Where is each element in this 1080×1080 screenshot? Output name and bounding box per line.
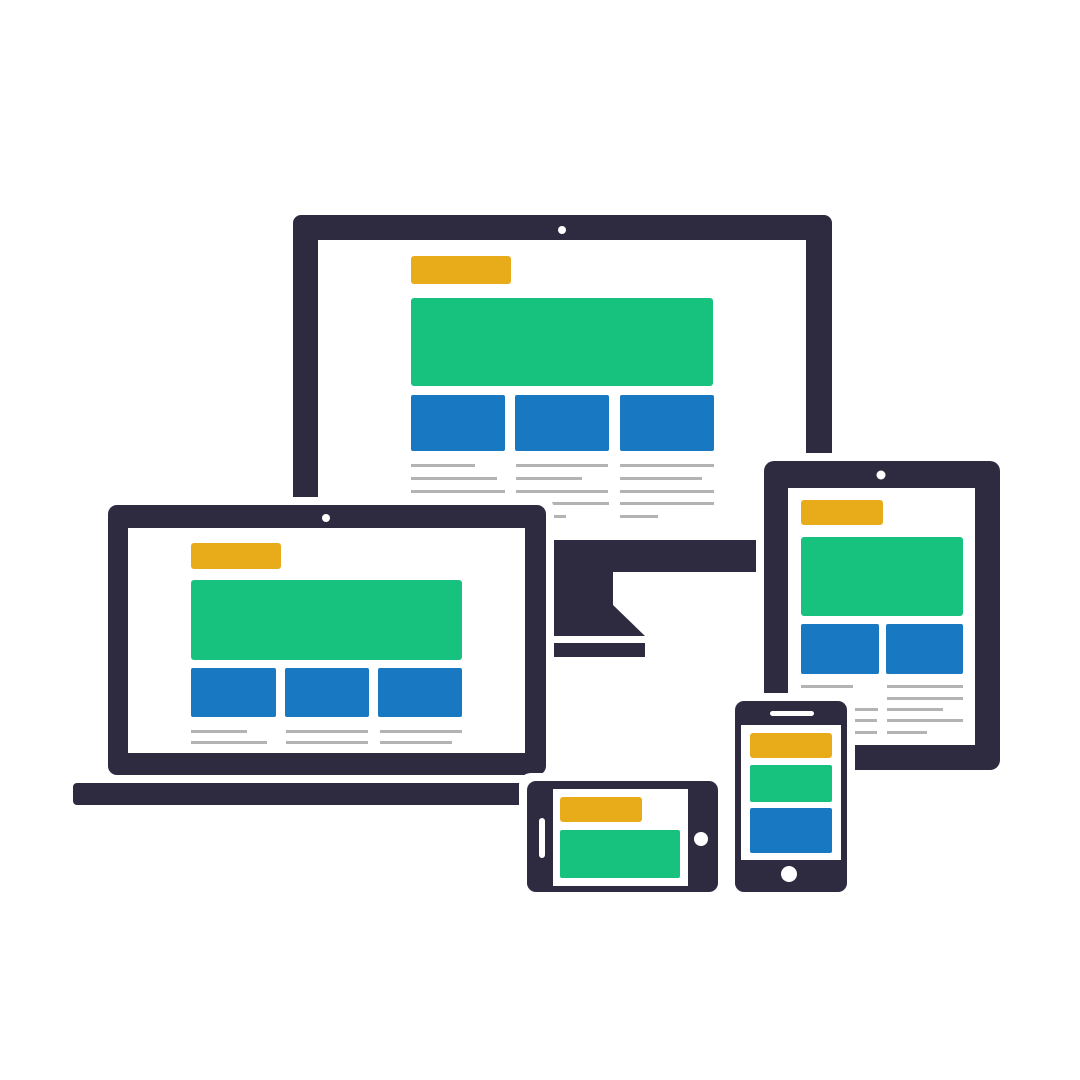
text-line: [286, 730, 368, 733]
text-line: [516, 464, 608, 467]
monitor-card-block: [620, 395, 714, 451]
monitor-camera-icon: [558, 226, 566, 234]
text-line: [887, 685, 963, 688]
tablet-card-block: [801, 624, 879, 674]
monitor-hero-block: [411, 298, 713, 386]
monitor-screen: [318, 240, 806, 540]
monitor-header-block: [411, 256, 511, 284]
monitor-card-block: [411, 395, 505, 451]
phone-landscape-home-button-icon: [694, 832, 708, 846]
phone-portrait-header-block: [750, 733, 832, 758]
text-line: [191, 741, 267, 744]
laptop-base: [73, 783, 523, 805]
laptop-card-block: [285, 668, 369, 717]
text-line: [887, 708, 943, 711]
phone-landscape-header-block: [560, 797, 642, 822]
text-line: [411, 464, 475, 467]
laptop-card-block: [191, 668, 276, 717]
phone-portrait-speaker-icon: [770, 711, 814, 716]
tablet-header-block: [801, 500, 883, 525]
phone-portrait-card-block: [750, 808, 832, 853]
text-line: [887, 731, 927, 734]
text-line: [620, 464, 714, 467]
laptop-hero-block: [191, 580, 462, 660]
text-line: [887, 719, 963, 722]
text-line: [887, 697, 963, 700]
phone-landscape-speaker-icon: [539, 818, 545, 858]
text-line: [516, 490, 608, 493]
phone-landscape-hero-block: [560, 830, 680, 878]
phone-portrait: [727, 693, 855, 900]
text-line: [801, 685, 853, 688]
monitor-text-lines: [411, 464, 714, 518]
monitor-stand-neck: [552, 570, 645, 636]
laptop-header-block: [191, 543, 281, 569]
laptop: [65, 497, 554, 813]
laptop-text-lines: [191, 730, 462, 744]
text-line: [516, 477, 582, 480]
text-line: [286, 741, 368, 744]
tablet-hero-block: [801, 537, 963, 616]
phone-portrait-hero-block: [750, 765, 832, 802]
tablet-card-block: [886, 624, 963, 674]
text-line: [620, 490, 714, 493]
phone-portrait-home-button-icon: [781, 866, 797, 882]
phone-landscape: [519, 773, 726, 900]
monitor-stand-base: [552, 643, 645, 657]
monitor: [293, 215, 832, 657]
text-line: [620, 477, 702, 480]
laptop-card-block: [378, 668, 462, 717]
text-line: [850, 708, 878, 711]
text-line: [620, 515, 658, 518]
text-line: [191, 730, 247, 733]
text-line: [411, 477, 497, 480]
text-line: [855, 731, 877, 734]
text-line: [380, 741, 452, 744]
text-line: [855, 719, 877, 722]
text-line: [411, 490, 505, 493]
text-line: [620, 502, 714, 505]
text-line: [549, 502, 609, 505]
monitor-card-block: [515, 395, 609, 451]
tablet-camera-icon: [876, 470, 886, 480]
text-line: [380, 730, 462, 733]
laptop-camera-icon: [322, 514, 330, 522]
text-line: [552, 515, 566, 518]
